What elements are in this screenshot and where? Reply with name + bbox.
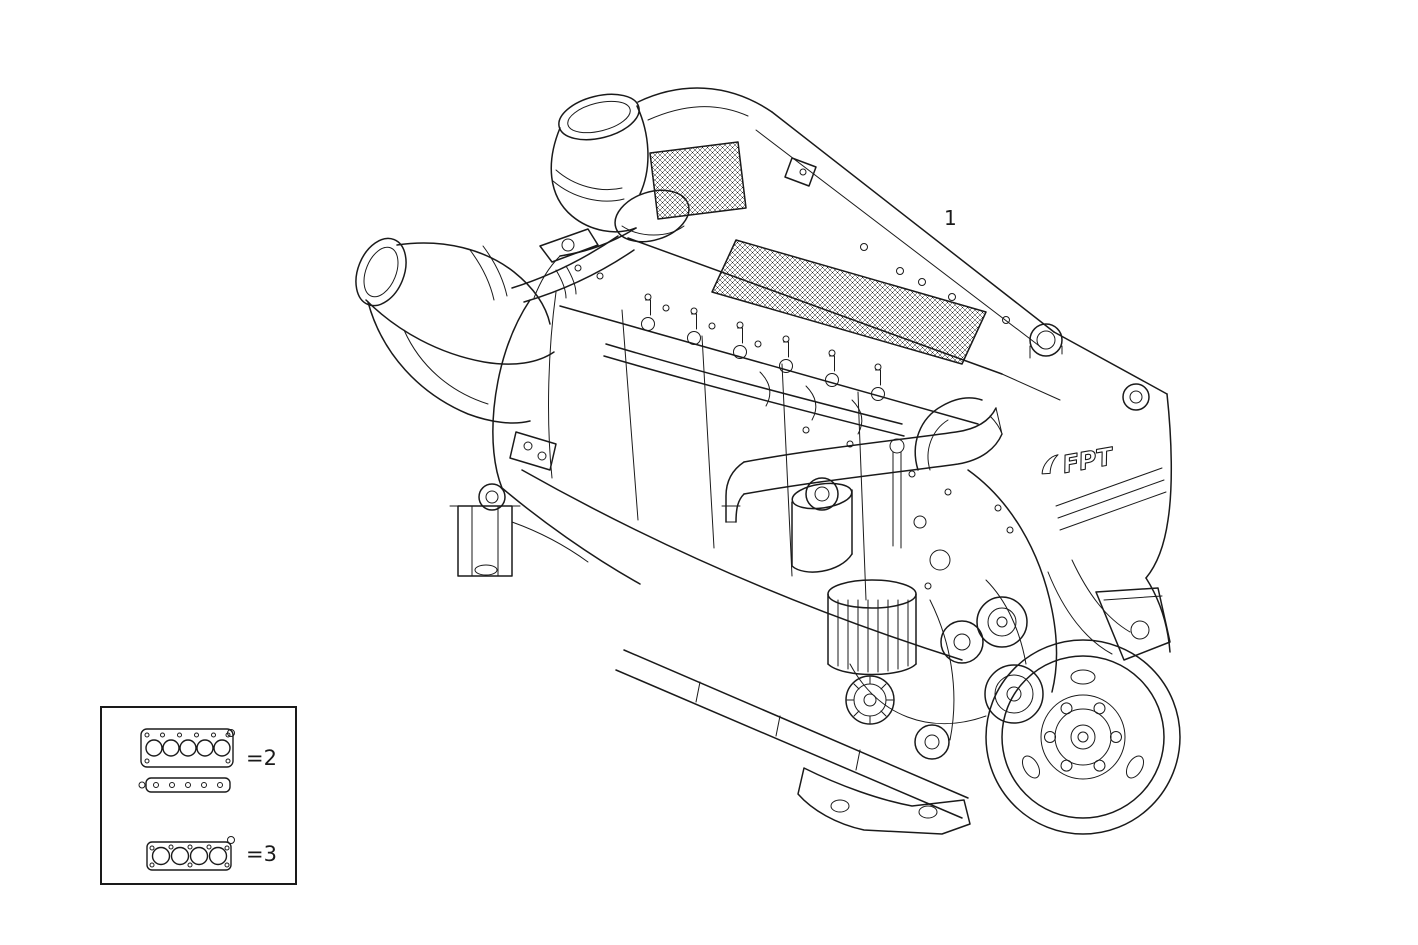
legend-box: =2 =3 — [100, 706, 297, 885]
oil-filler-cap — [1029, 323, 1063, 357]
exhaust-elbow — [355, 237, 555, 424]
callout-1: 1 — [944, 206, 957, 230]
legend-label-3: =3 — [246, 842, 277, 866]
flywheel — [985, 639, 1181, 835]
strip-gasket-icon — [146, 836, 235, 871]
fpt-logo: FPT — [1041, 442, 1117, 479]
coolant-neck — [914, 397, 983, 471]
starter-motor — [914, 724, 950, 760]
fuel-rail — [603, 343, 905, 437]
engine-mount-left — [449, 483, 589, 577]
oil-filter — [791, 477, 853, 573]
mesh-grille-long — [711, 239, 987, 365]
fpt-logo-text: FPT — [1060, 442, 1116, 479]
turbocharger — [614, 189, 690, 243]
dipstick — [889, 438, 905, 549]
breather-cap — [1122, 383, 1150, 411]
front-bracket — [509, 431, 557, 471]
oil-pan-rail — [615, 649, 969, 819]
fpt-logo-swoosh — [1041, 454, 1059, 475]
head-gasket-set-icon — [138, 728, 235, 793]
cylinder-block — [492, 227, 979, 661]
lifting-eye — [539, 228, 599, 263]
injectors — [641, 293, 885, 401]
alternator-pulley — [845, 675, 895, 725]
flywheel-housing — [967, 467, 1171, 693]
engine-mount-center — [797, 767, 971, 835]
top-fittings — [784, 157, 1150, 411]
alternator — [827, 579, 987, 725]
coolant-pipe — [721, 407, 1003, 523]
mesh-grille-small — [649, 141, 747, 220]
assorted-bolts — [574, 264, 1014, 590]
pulley-cluster — [914, 579, 1044, 760]
engine-mount-right — [1047, 559, 1171, 661]
legend-label-2: =2 — [246, 746, 277, 770]
